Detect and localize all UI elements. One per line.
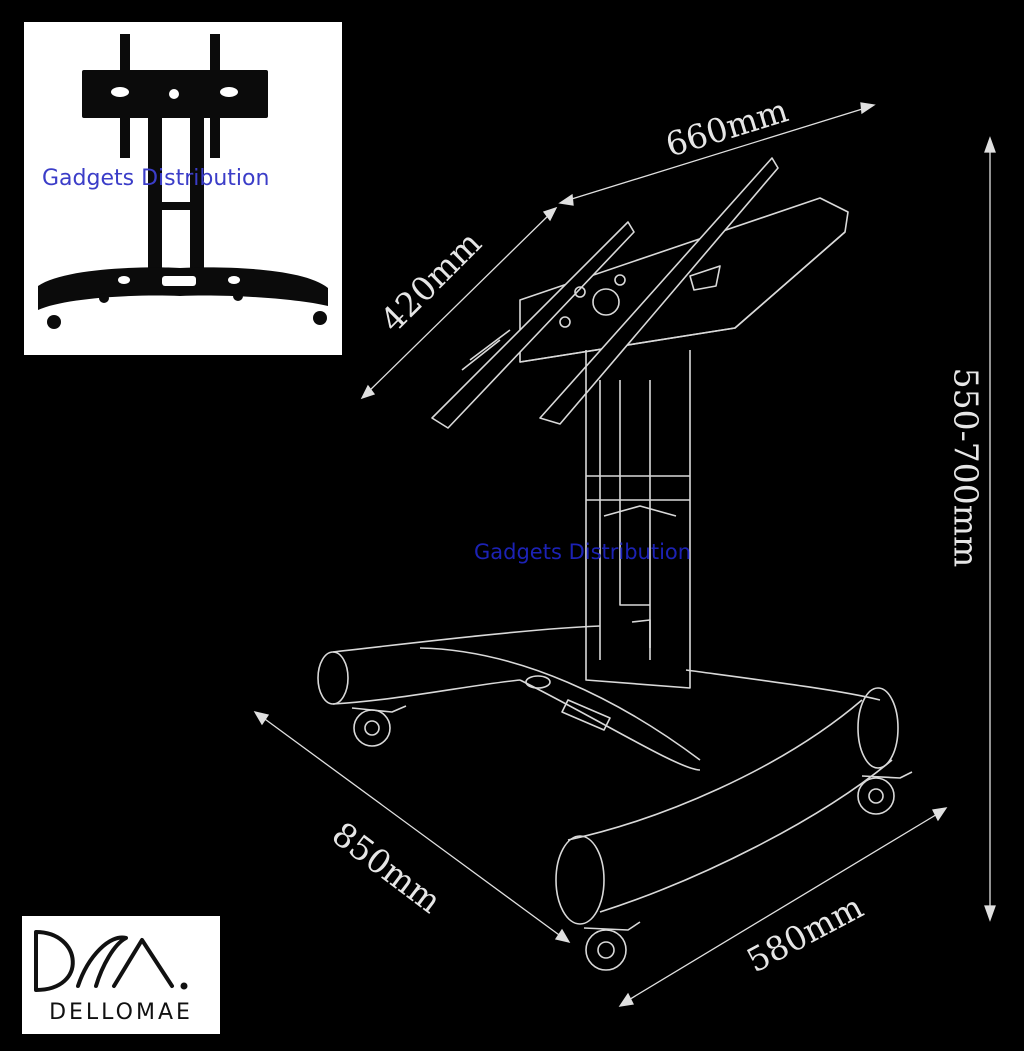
inset-stand-silhouette bbox=[38, 34, 328, 329]
inset-watermark: Gadgets Distribution bbox=[42, 166, 270, 191]
dim-height-range: 550-700mm bbox=[946, 367, 986, 568]
brand-name: DELLOMAE bbox=[49, 1000, 193, 1025]
brand-logo: DELLOMAE bbox=[22, 916, 220, 1034]
logo-mark-icon bbox=[34, 930, 188, 992]
main-watermark: Gadgets Distribution bbox=[474, 540, 692, 564]
inset-photo: Gadgets Distribution bbox=[24, 22, 342, 355]
